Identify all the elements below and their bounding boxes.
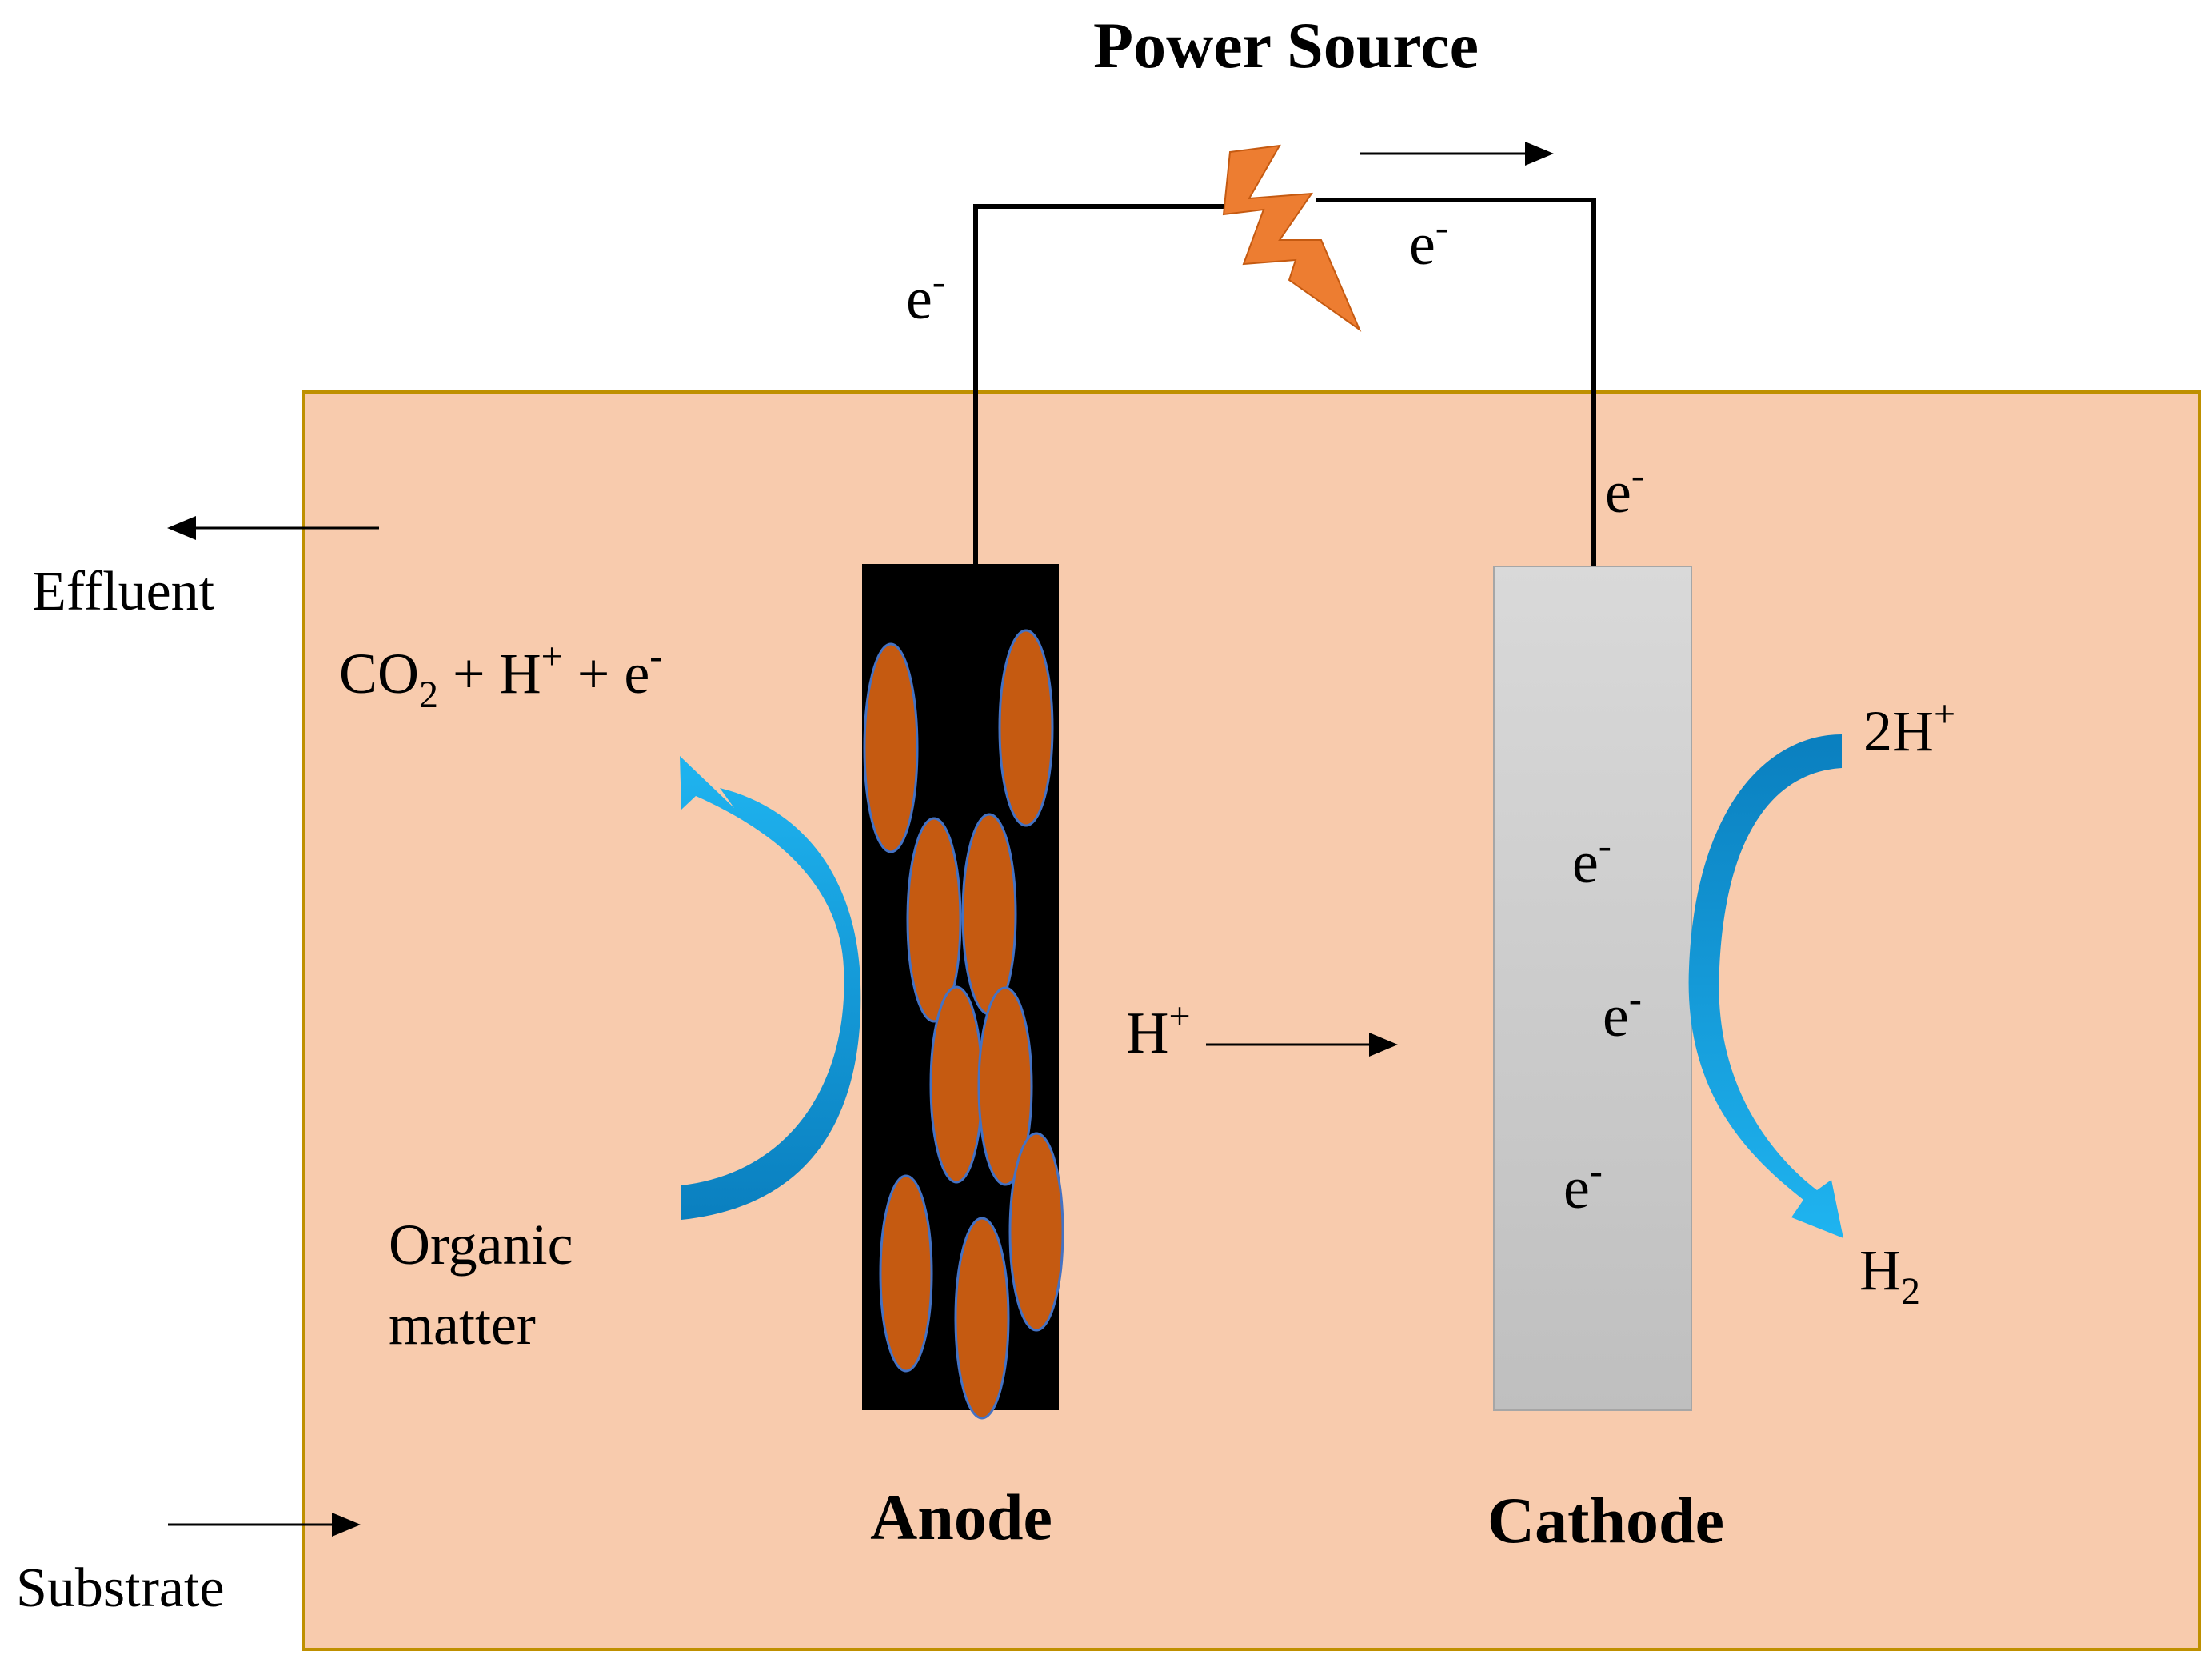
organic-matter-label-line2: matter: [389, 1293, 536, 1357]
anode-products-label: CO2 + H+ + e-: [339, 635, 662, 716]
bacterium: [961, 813, 1017, 1016]
cathode-reactant-label: 2H+: [1863, 693, 1955, 763]
electron-label-cathode-wire: e-: [1605, 454, 1644, 526]
electron-label-cathode-2: e-: [1603, 978, 1642, 1049]
electron-label-cathode-1: e-: [1572, 825, 1611, 896]
circuit-wire: [973, 198, 1596, 660]
cathode-product-label: H2: [1859, 1238, 1920, 1313]
reactor-chamber: [302, 390, 2201, 1651]
oxidation-curved-arrow: [680, 756, 861, 1220]
cathode-electrode: [1493, 566, 1692, 1411]
bacterium: [929, 985, 984, 1184]
bacterium: [906, 817, 962, 1023]
bacterium: [1008, 1132, 1064, 1332]
organic-matter-label-line1: Organic: [389, 1213, 573, 1277]
lightning-icon: [1222, 144, 1362, 332]
bacterium: [879, 1174, 933, 1373]
bacterium: [954, 1217, 1010, 1420]
effluent-label: Effluent: [32, 561, 215, 622]
anode-label: Anode: [870, 1481, 1052, 1553]
cathode-label: Cathode: [1487, 1484, 1724, 1557]
bacterium: [863, 642, 919, 853]
electron-label-cathode-3: e-: [1563, 1150, 1603, 1221]
bacterium: [998, 629, 1054, 827]
diagram-title: Power Source: [1093, 9, 1479, 82]
reduction-curved-arrow: [1688, 734, 1843, 1238]
electron-label-wire-left: e-: [906, 261, 945, 332]
electron-label-wire-right: e-: [1409, 206, 1448, 278]
bacteria-cluster: [863, 629, 1064, 1420]
proton-label: H+: [1126, 995, 1191, 1066]
bacterium: [977, 986, 1033, 1186]
substrate-label: Substrate: [16, 1557, 225, 1619]
